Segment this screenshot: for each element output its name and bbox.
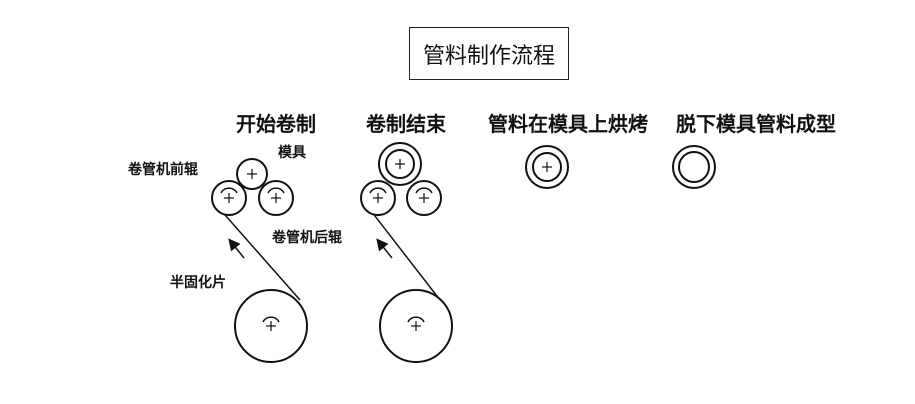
prepreg-sheet-line [217, 206, 301, 301]
mold-with-tube-2 [378, 142, 422, 186]
stage1-group [211, 158, 308, 363]
label-rear-roller: 卷管机后辊 [272, 230, 342, 246]
prepreg-sheet-line-2 [367, 206, 441, 301]
label-mold: 模具 [278, 145, 306, 161]
label-prepreg: 半固化片 [170, 275, 226, 291]
front-roller-left-2 [360, 180, 396, 216]
stage-baking: 管料在模具上烘烤 [488, 112, 648, 136]
diagram-title: 管料制作流程 [409, 27, 569, 80]
tube-on-mold [525, 145, 569, 189]
prepreg-spool-1 [234, 289, 308, 363]
front-roller-right [258, 180, 294, 216]
stage2-group [360, 142, 453, 363]
label-front-roller: 卷管机前辊 [128, 162, 198, 178]
formed-tube [672, 145, 716, 189]
stage-demold: 脱下模具管料成型 [676, 112, 836, 136]
stage-rolling-end: 卷制结束 [366, 112, 446, 136]
feed-arrow-icon [228, 238, 245, 259]
prepreg-spool-2 [379, 289, 453, 363]
feed-arrow-icon-2 [376, 238, 393, 259]
stage-start-rolling: 开始卷制 [236, 112, 316, 136]
front-roller-right-2 [406, 180, 442, 216]
mold-roller [236, 158, 268, 190]
front-roller-left [211, 180, 247, 216]
